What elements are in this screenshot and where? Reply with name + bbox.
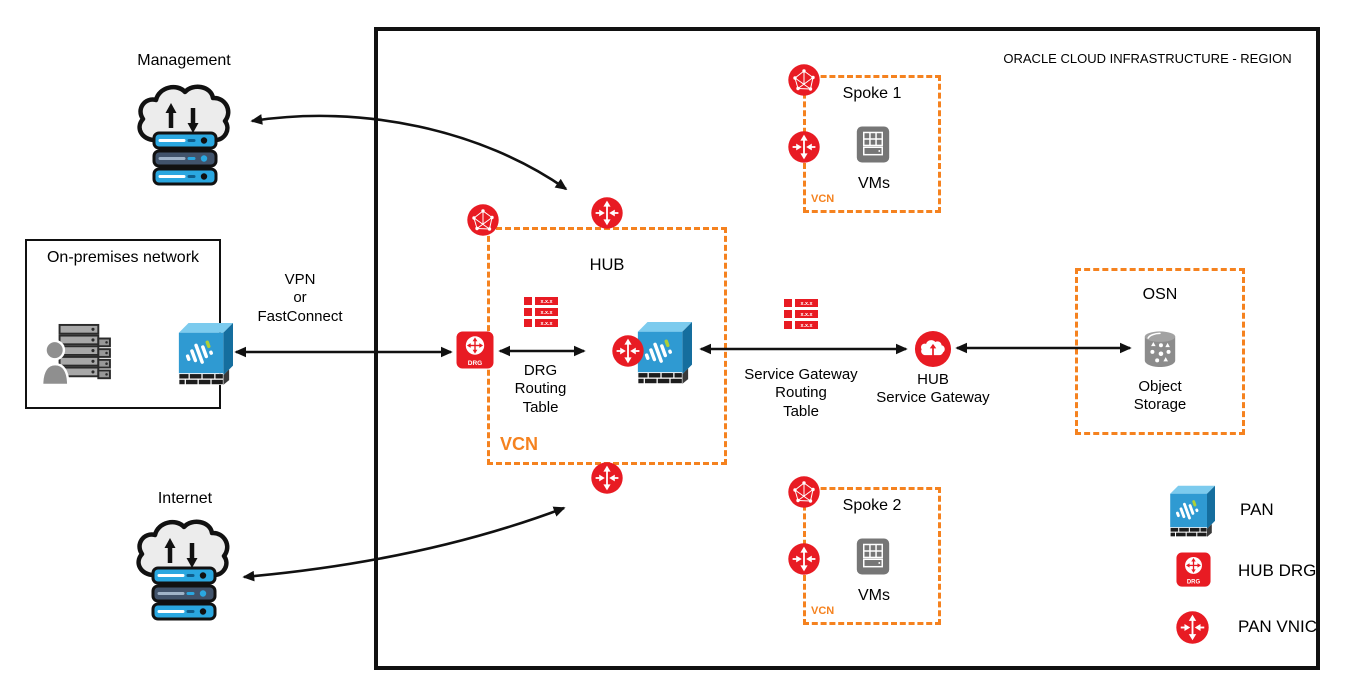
spoke2-pan-vnic-icon <box>788 543 820 575</box>
hub-bottom-pan-vnic-icon <box>591 462 623 494</box>
routing-cell-text: x.x.x <box>541 321 553 327</box>
routing-cell-text: x.x.x <box>541 299 553 305</box>
internet-cloud-servers-icon <box>132 518 232 623</box>
legend-pan-vnic-icon <box>1176 611 1209 644</box>
routing-cell-text: x.x.x <box>541 310 553 316</box>
on-premises-label: On-premises network <box>46 249 200 266</box>
legend-hub-drg-label: HUB DRG <box>1238 561 1317 580</box>
spoke1-vms-icon <box>856 126 890 163</box>
spoke2-vms-icon <box>856 538 890 575</box>
hub-service-gateway-label: HUB Service Gateway <box>876 371 990 407</box>
spoke1-title: Spoke 1 <box>842 85 902 102</box>
legend-pan-icon <box>1167 484 1215 537</box>
legend-pan-label: PAN <box>1240 500 1274 519</box>
oci-region-title: ORACLE CLOUD INFRASTRUCTURE - REGION <box>1003 51 1292 66</box>
management-cloud-servers-icon <box>133 83 233 188</box>
hub-service-gateway-icon <box>914 330 952 368</box>
spoke1-vcn-label: VCN <box>811 193 835 205</box>
service-gateway-routing-table-icon: x.x.x x.x.x x.x.x <box>784 299 818 329</box>
hub-title: HUB <box>589 256 625 274</box>
spoke2-mesh-attachment-icon <box>788 476 820 508</box>
hub-drg-icon: DRG <box>456 331 494 369</box>
hub-pan-left-vnic-icon <box>612 335 644 367</box>
legend-drg-badge-text: DRG <box>1187 579 1201 585</box>
routing-cell-text: x.x.x <box>801 312 813 318</box>
onprem-users-servers-icon <box>42 323 112 385</box>
spoke2-vms-label: VMs <box>858 587 890 604</box>
service-gateway-routing-table-label: Service Gateway Routing Table <box>744 366 858 420</box>
drg-routing-table-label: DRG Routing Table <box>514 362 567 416</box>
hub-vcn-label: VCN <box>500 434 539 454</box>
spoke2-vcn-label: VCN <box>811 605 835 617</box>
hub-top-pan-vnic-icon <box>591 197 623 229</box>
management-label: Management <box>137 52 231 69</box>
internet-label: Internet <box>157 490 213 507</box>
object-storage-label: Object Storage <box>1133 378 1187 414</box>
routing-cell-text: x.x.x <box>801 323 813 329</box>
spoke1-mesh-attachment-icon <box>788 64 820 96</box>
drg-routing-table-icon: x.x.x x.x.x x.x.x <box>524 297 558 327</box>
hub-drg-badge-text: DRG <box>468 360 482 367</box>
osn-title: OSN <box>1142 286 1178 303</box>
spoke1-pan-vnic-icon <box>788 131 820 163</box>
routing-cell-text: x.x.x <box>801 301 813 307</box>
vpn-fastconnect-label: VPN or FastConnect <box>257 271 343 325</box>
onprem-pan-firewall-icon <box>175 321 233 385</box>
object-storage-icon <box>1141 329 1179 369</box>
hub-mesh-attachment-icon <box>467 204 499 236</box>
spoke2-title: Spoke 2 <box>842 497 902 514</box>
legend-hub-drg-icon: DRG <box>1176 552 1211 587</box>
legend-pan-vnic-label: PAN VNIC <box>1238 617 1318 636</box>
spoke1-vms-label: VMs <box>858 175 890 192</box>
